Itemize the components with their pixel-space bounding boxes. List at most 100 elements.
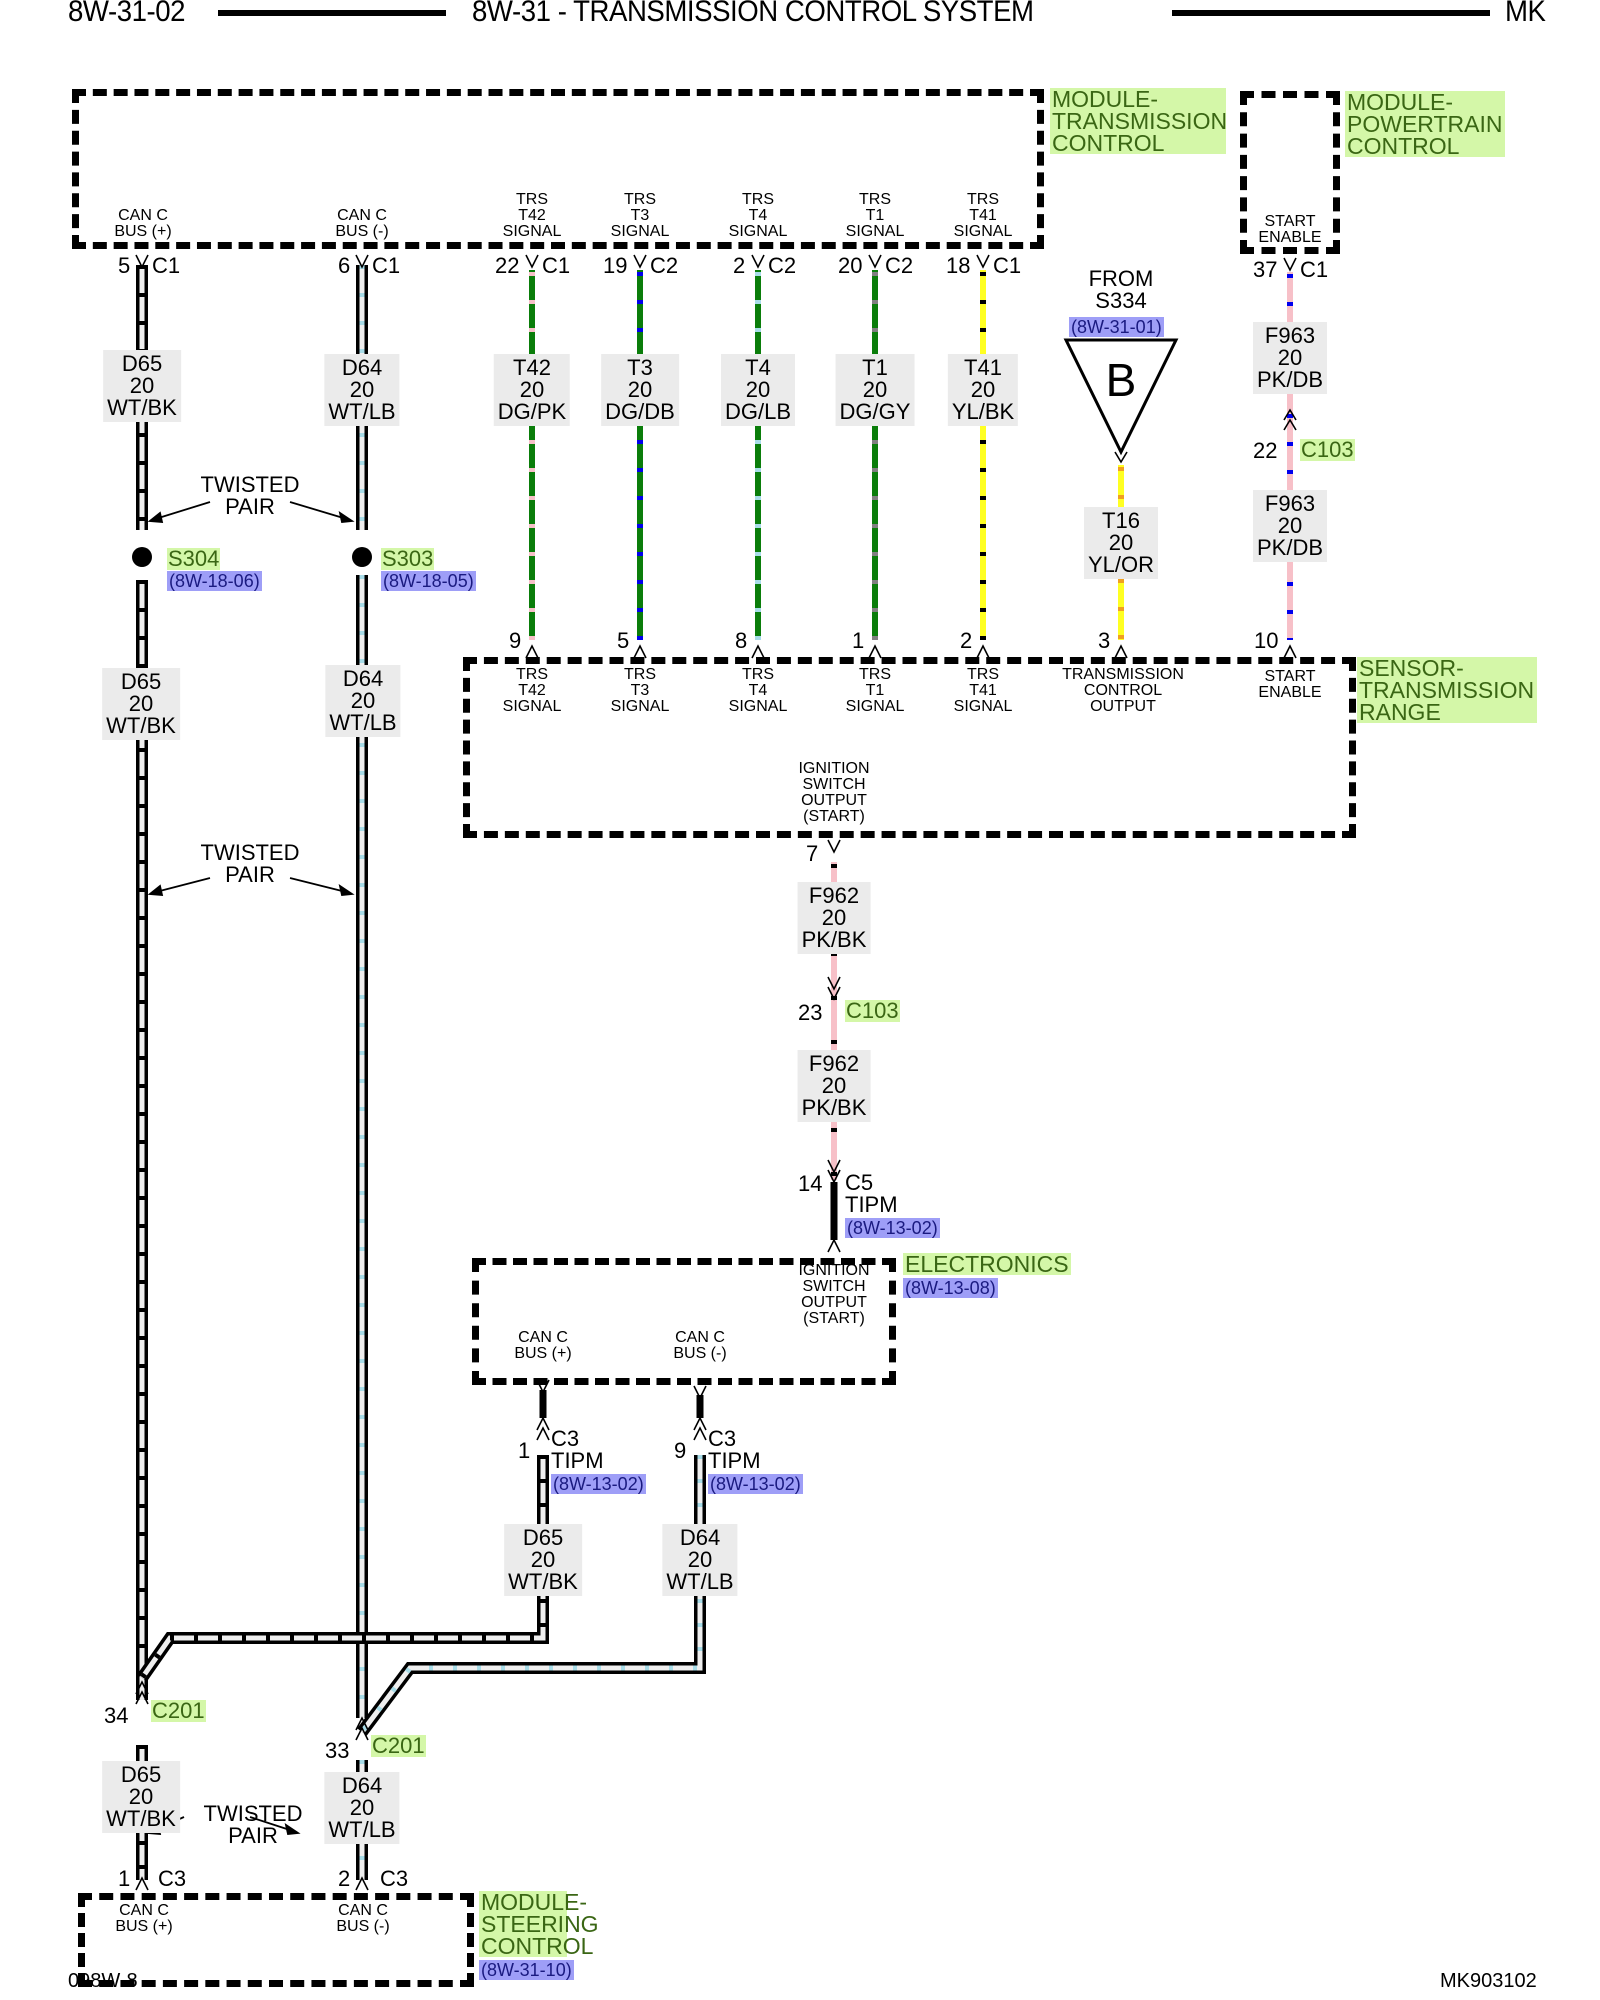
trs-pin-number: 7 (806, 841, 819, 866)
c103-connector-label[interactable]: C103 (845, 998, 900, 1023)
wire-label-t42: T42 20 DG/PK (493, 354, 571, 426)
electronics-module-ref[interactable]: (8W-13-08) (903, 1278, 998, 1298)
electronics-module-box[interactable] (472, 1258, 896, 1385)
wire-label-f962: F962 20 PK/BK (797, 1050, 871, 1122)
c201-pin-number: 34 (104, 1703, 129, 1728)
wire-label-d64: D64 20 WT/LB (324, 1772, 400, 1844)
tipm-c3-pin-number: 9 (674, 1438, 687, 1463)
tcm-pin-number: 22 (495, 253, 520, 278)
trs-pin-number: 9 (509, 628, 522, 653)
wire-label-d64: D64 20 WT/LB (325, 665, 401, 737)
tipm-pin-label-can-minus: CAN C BUS (-) (673, 1329, 727, 1362)
tipm-pin-label-ignition: IGNITION SWITCH OUTPUT (START) (798, 1262, 870, 1327)
sensor-transmission-range-box[interactable] (463, 657, 1356, 838)
page-title: 8W-31 - TRANSMISSION CONTROL SYSTEM (472, 0, 1034, 28)
module-powertrain-control-box[interactable] (1240, 91, 1340, 254)
offpage-ref[interactable]: (8W-31-01) (1069, 317, 1164, 337)
tipm-c3-connector-name: TIPM (708, 1448, 761, 1473)
wire-label-d64: D64 20 WT/LB (324, 354, 400, 426)
tipm-c3-pin-number: 1 (518, 1438, 531, 1463)
tcm-pin-label-t1: TRS T1 SIGNAL (845, 191, 905, 240)
trs-pin-label-ignition: IGNITION SWITCH OUTPUT (START) (798, 760, 870, 825)
tcm-connector-id: C1 (372, 253, 401, 278)
trs-pin-label-t42: TRS T42 SIGNAL (502, 666, 562, 715)
tcm-pin-number: 20 (838, 253, 863, 278)
header-rule-right (1172, 10, 1490, 16)
offpage-connector-triangle[interactable] (1063, 338, 1179, 456)
module-transmission-control-box[interactable] (72, 89, 1044, 249)
footer-drawing-id: MK903102 (1440, 1970, 1537, 1992)
trs-pin-label-t4: TRS T4 SIGNAL (728, 666, 788, 715)
vehicle-code: MK (1505, 0, 1546, 28)
splice-s304-label[interactable]: S304 (167, 546, 221, 571)
page-number: 8W-31-02 (68, 0, 186, 28)
wire-label-f963: F963 20 PK/DB (1252, 490, 1328, 562)
tcm-pin-label-can-minus: CAN C BUS (-) (335, 207, 389, 240)
tipm-c3-ref[interactable]: (8W-13-02) (551, 1474, 646, 1494)
tcm-connector-id: C1 (542, 253, 571, 278)
tipm-c5-connector-id: C5 (845, 1170, 874, 1195)
module-steering-control-label: MODULE- STEERING CONTROL (479, 1889, 599, 1959)
scm-connector-id: C3 (158, 1866, 187, 1891)
footer-figure-id: 098W-8 (68, 1970, 138, 1992)
tcm-pin-label-t4: TRS T4 SIGNAL (728, 191, 788, 240)
c201-connector-label[interactable]: C201 (371, 1733, 426, 1758)
c201-pin-number: 33 (325, 1738, 350, 1763)
wire-label-d65: D65 20 WT/BK (102, 668, 180, 740)
sensor-transmission-range-label: SENSOR- TRANSMISSION RANGE (1357, 657, 1537, 724)
trs-pin-number: 1 (852, 628, 865, 653)
twisted-pair-label: TWISTED PAIR (203, 1801, 303, 1848)
module-steering-control-ref[interactable]: (8W-31-10) (479, 1960, 574, 1980)
c201-connector-label[interactable]: C201 (151, 1698, 206, 1723)
wire-d65-tipm-route[interactable] (137, 1455, 549, 1682)
scm-pin-number: 1 (118, 1866, 131, 1891)
connector-chevrons (135, 254, 1297, 1891)
splice-s303-label[interactable]: S303 (381, 546, 435, 571)
tipm-c3-ref[interactable]: (8W-13-02) (708, 1474, 803, 1494)
scm-pin-label-can-minus: CAN C BUS (-) (336, 1902, 390, 1935)
tcm-connector-id: C1 (152, 253, 181, 278)
wire-label-t4: T4 20 DG/LB (720, 354, 796, 426)
tcm-pin-number: 19 (603, 253, 628, 278)
wire-label-d64: D64 20 WT/LB (662, 1524, 738, 1596)
splice-s304-dot (132, 547, 152, 567)
wire-label-t1: T1 20 DG/GY (835, 354, 915, 426)
tcm-pin-label-t41: TRS T41 SIGNAL (953, 191, 1013, 240)
trs-pin-number: 3 (1098, 628, 1111, 653)
module-powertrain-control-label: MODULE- POWERTRAIN CONTROL (1345, 91, 1505, 158)
tcm-connector-id: C2 (650, 253, 679, 278)
wire-label-t41: T41 20 YL/BK (947, 354, 1019, 426)
tcm-connector-id: C2 (768, 253, 797, 278)
splice-s303-dot (352, 547, 372, 567)
header-rule-left (218, 10, 446, 16)
trs-pin-number: 8 (735, 628, 748, 653)
splice-s303-ref[interactable]: (8W-18-05) (381, 571, 476, 591)
offpage-from-label: FROM S334 (1088, 266, 1154, 313)
tipm-pin-label-can-plus: CAN C BUS (+) (514, 1329, 572, 1362)
trs-pin-label-t41: TRS T41 SIGNAL (953, 666, 1013, 715)
scm-connector-id: C3 (380, 1866, 409, 1891)
module-transmission-control-label: MODULE- TRANSMISSION CONTROL (1050, 86, 1228, 156)
pcm-pin-number: 37 (1253, 257, 1278, 282)
module-steering-control-box[interactable] (78, 1893, 474, 1987)
trs-pin-number: 2 (960, 628, 973, 653)
tcm-connector-id: C1 (993, 253, 1022, 278)
tipm-c5-pin-number: 14 (798, 1171, 823, 1196)
tcm-pin-label-can-plus: CAN C BUS (+) (114, 207, 172, 240)
trs-pin-number: 5 (617, 628, 630, 653)
scm-pin-number: 2 (338, 1866, 351, 1891)
c103-connector-label[interactable]: C103 (1300, 437, 1355, 462)
trs-pin-label-start-enable: START ENABLE (1258, 668, 1322, 701)
trs-pin-label-t3: TRS T3 SIGNAL (610, 666, 670, 715)
tipm-c3-connector-name: TIPM (551, 1448, 604, 1473)
trs-pin-label-t1: TRS T1 SIGNAL (845, 666, 905, 715)
splice-s304-ref[interactable]: (8W-18-06) (167, 571, 262, 591)
tcm-pin-number: 2 (733, 253, 746, 278)
tipm-c3-connector-id: C3 (708, 1426, 737, 1451)
tipm-c5-connector-name: TIPM (845, 1192, 898, 1217)
c103-pin-number: 22 (1253, 438, 1278, 463)
tipm-c5-ref[interactable]: (8W-13-02) (845, 1218, 940, 1238)
trs-pin-number: 10 (1254, 628, 1279, 653)
tcm-pin-label-t42: TRS T42 SIGNAL (502, 191, 562, 240)
